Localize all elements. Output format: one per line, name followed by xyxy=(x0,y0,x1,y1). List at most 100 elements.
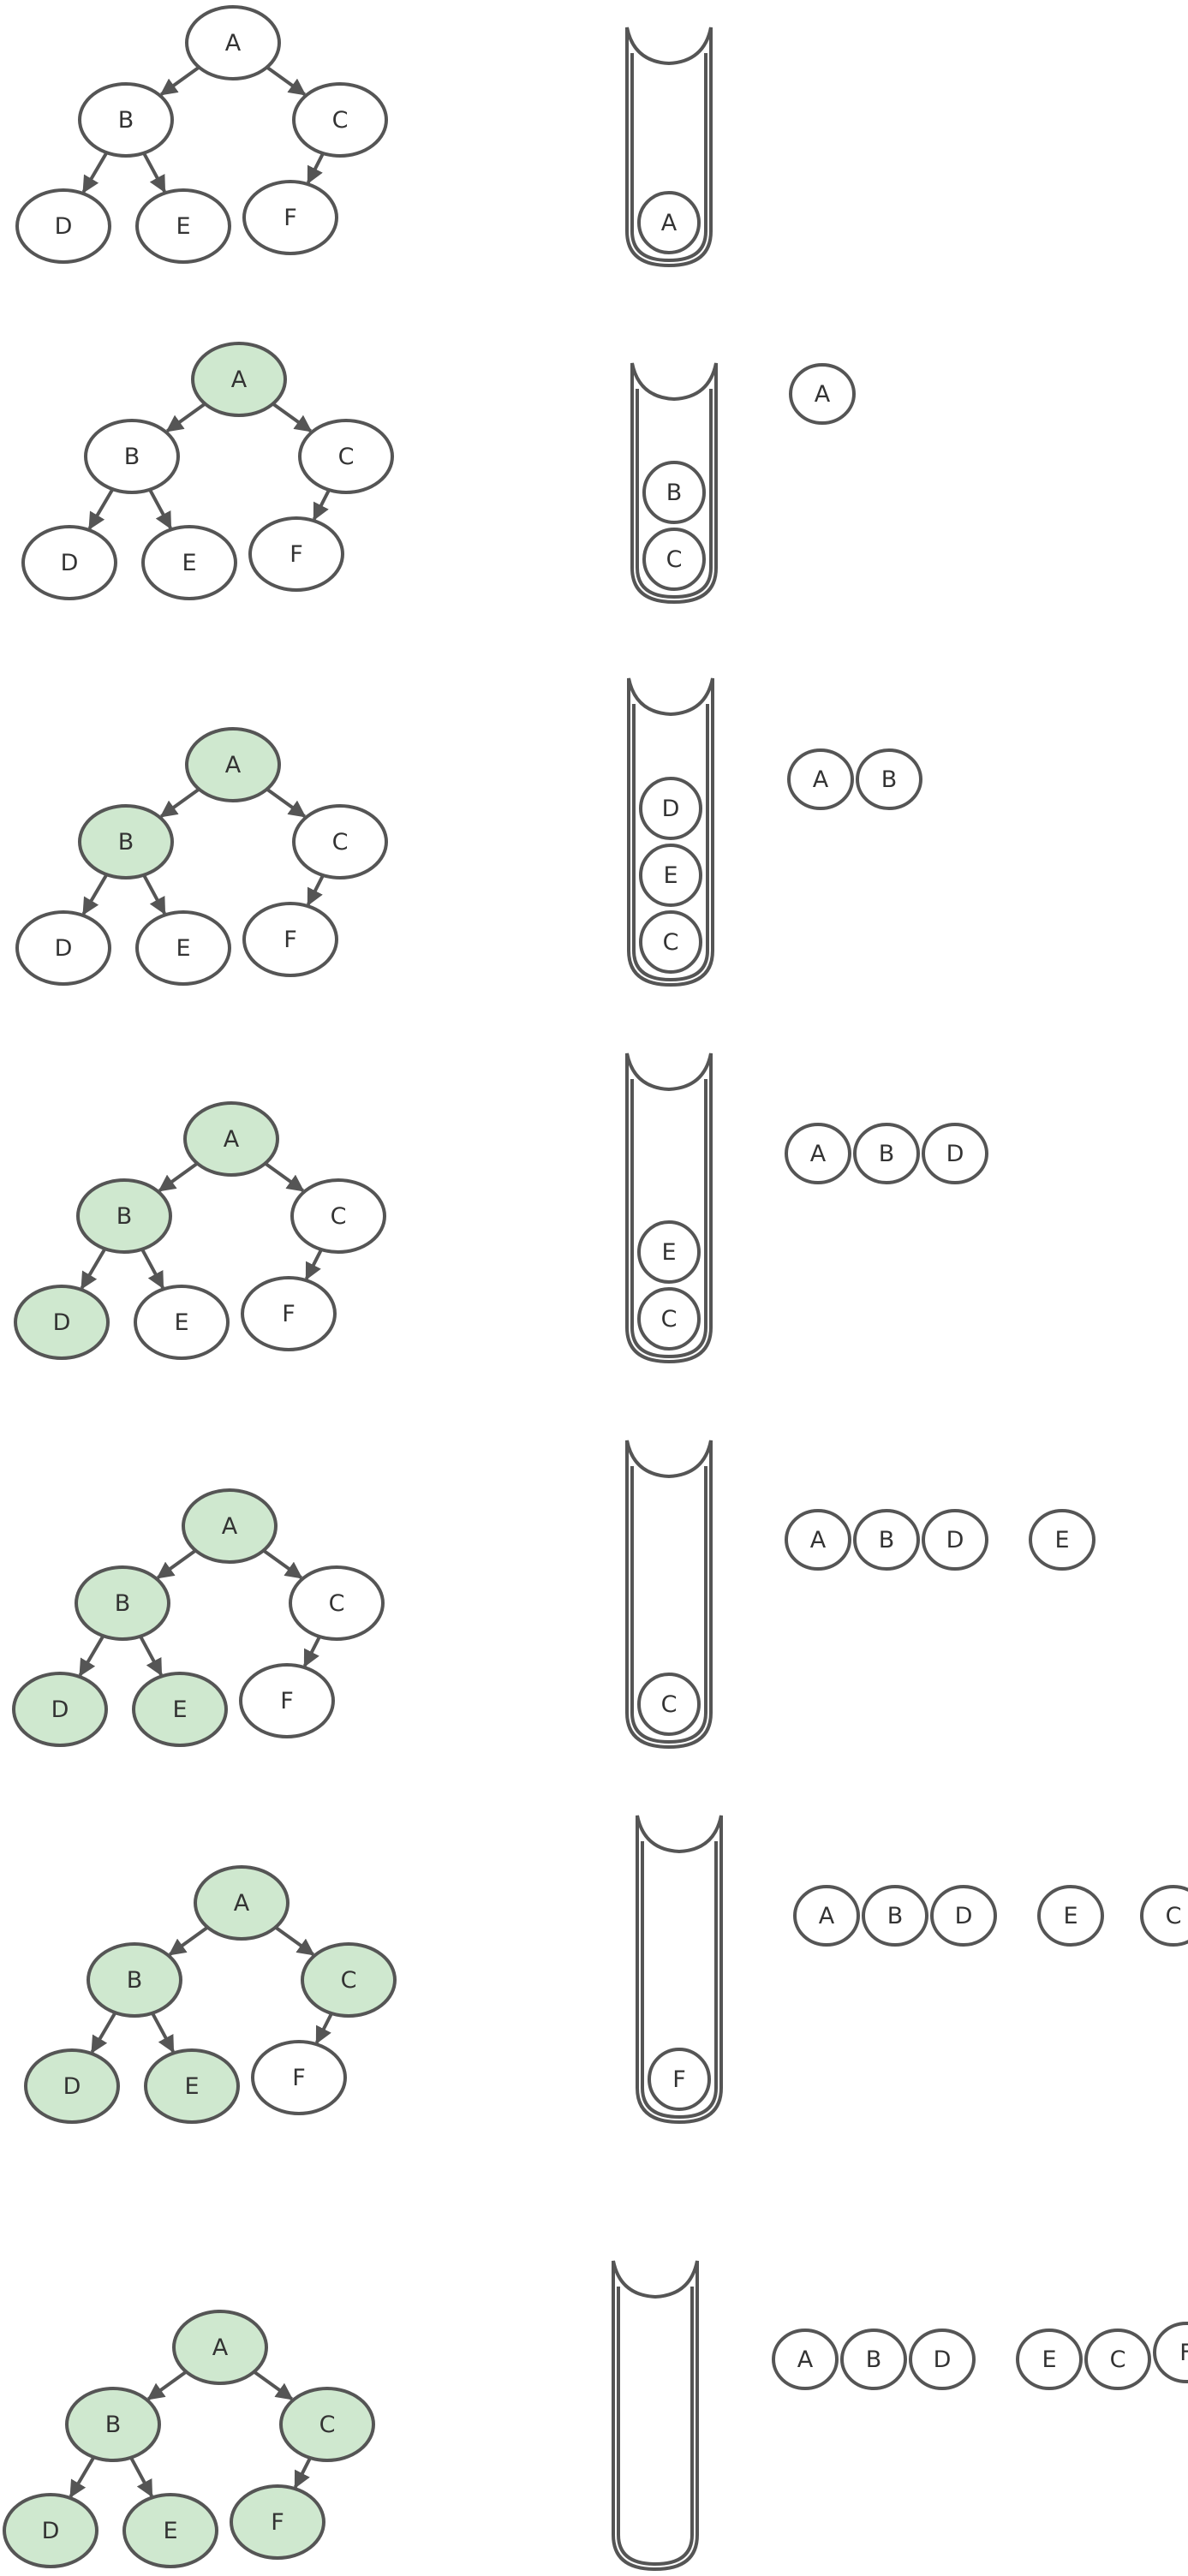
visit-order: A xyxy=(789,363,856,425)
stack-tube-inner-wall xyxy=(617,2287,694,2567)
visit-order-item-D: D xyxy=(922,1509,988,1571)
tree-node-F: F xyxy=(239,1663,335,1738)
stack-item-circle xyxy=(639,910,702,974)
visit-order-circle xyxy=(785,1123,851,1184)
visit-order-item-A: A xyxy=(787,748,854,810)
visit-order-label: A xyxy=(797,2346,814,2373)
tree-node-label: A xyxy=(212,2334,229,2361)
tree-node-label: E xyxy=(176,213,190,240)
stack-item-A: A xyxy=(637,191,701,254)
tree-node-shape xyxy=(122,2493,218,2568)
tree-edge-A-C xyxy=(253,2370,294,2400)
visit-order-circle xyxy=(853,1123,920,1184)
stack-item-C: C xyxy=(637,1287,701,1351)
tree-edge-C-F xyxy=(314,2012,333,2044)
tree-node-label: A xyxy=(225,752,242,778)
stack-tube xyxy=(612,2260,699,2572)
tree-edge-B-E xyxy=(142,152,166,194)
visit-order-item-E: E xyxy=(1016,2329,1083,2390)
tree-node-shape xyxy=(194,1865,290,1941)
stack-item-circle xyxy=(639,844,702,907)
stack-tube-outline xyxy=(625,27,713,268)
tree-node-shape xyxy=(172,2310,268,2385)
visit-order-circle xyxy=(922,1509,988,1571)
visit-order-item-A: A xyxy=(785,1123,851,1184)
tree-node-F: F xyxy=(242,902,338,977)
stack-item-circle xyxy=(642,528,706,591)
tree-node-label: D xyxy=(55,935,73,962)
visit-order-label: C xyxy=(1166,1903,1182,1929)
tree-edge-C-F xyxy=(312,489,331,521)
tree-node-E: E xyxy=(134,1285,230,1360)
tree-node-label: C xyxy=(332,107,349,134)
tree-node-label: B xyxy=(118,107,134,134)
tree-edge-A-B xyxy=(159,65,200,96)
tree-node-label: C xyxy=(331,1203,347,1230)
tree-node-shape xyxy=(14,1285,110,1360)
visit-order-circle xyxy=(856,748,922,810)
visit-order-circle xyxy=(785,1509,851,1571)
tree-node-label: D xyxy=(42,2518,60,2544)
tree-node-A: A xyxy=(185,727,281,802)
tree-node-D: D xyxy=(14,1285,110,1360)
stack-item-E: E xyxy=(637,1220,701,1284)
visit-order-item-B: B xyxy=(862,1885,928,1947)
stack-tube-outline xyxy=(627,677,714,987)
stack-item-C: C xyxy=(637,1673,701,1736)
visit-order-circle xyxy=(1029,1509,1095,1571)
tree-node-label: B xyxy=(105,2412,122,2438)
visit-order-item-D: D xyxy=(922,1123,988,1184)
tree-edge-A-C xyxy=(262,1548,303,1579)
tree-node-label: C xyxy=(341,1967,357,1994)
visit-order-label: D xyxy=(946,1141,964,1167)
visit-order-label: A xyxy=(810,1141,827,1167)
tree-edge-A-B xyxy=(156,1548,197,1579)
stack-item-circle xyxy=(637,1673,701,1736)
tree-node-label: B xyxy=(127,1967,143,1994)
tree-edge-C-F xyxy=(306,874,325,906)
visit-order-circle xyxy=(1084,2329,1151,2390)
tree-node-shape xyxy=(298,419,394,494)
stack-tube: EC xyxy=(625,1052,713,1364)
tree-node-shape xyxy=(290,1178,386,1254)
visit-order-item-A: A xyxy=(793,1885,860,1947)
tree-node-C: C xyxy=(298,419,394,494)
tree-node-D: D xyxy=(12,1672,108,1747)
tree-node-E: E xyxy=(135,910,231,986)
tree-node-shape xyxy=(144,2048,240,2124)
tree-node-shape xyxy=(24,2048,120,2124)
tree-node-label: D xyxy=(51,1696,69,1723)
tree-node-label: F xyxy=(290,541,303,568)
visit-order-item-A: A xyxy=(772,2329,839,2390)
visit-order-circle xyxy=(789,363,856,425)
tree-node-label: E xyxy=(172,1696,187,1723)
stack-tube: A xyxy=(625,27,713,268)
tree-node-label: E xyxy=(174,1309,188,1336)
stack-item-label: B xyxy=(666,480,683,506)
tree-node-C: C xyxy=(290,1178,386,1254)
tree-node-shape xyxy=(230,2484,325,2560)
visit-order-circle xyxy=(1153,2322,1188,2383)
tree-node-A: A xyxy=(182,1488,278,1564)
tree-node-shape xyxy=(183,1101,279,1177)
stack-tube-inner-wall xyxy=(632,704,709,982)
tree-node-D: D xyxy=(3,2493,99,2568)
visit-order-label: B xyxy=(879,1141,895,1167)
tree-node-A: A xyxy=(185,5,281,80)
visit-order-item-D: D xyxy=(909,2329,976,2390)
tree-node-label: F xyxy=(271,2509,284,2536)
visit-order-item-C: C xyxy=(1084,2329,1151,2390)
tree-node-D: D xyxy=(24,2048,120,2124)
tree-node-label: B xyxy=(116,1203,133,1230)
tree-edge-B-E xyxy=(139,1635,163,1677)
tree-edge-B-D xyxy=(80,1248,107,1290)
